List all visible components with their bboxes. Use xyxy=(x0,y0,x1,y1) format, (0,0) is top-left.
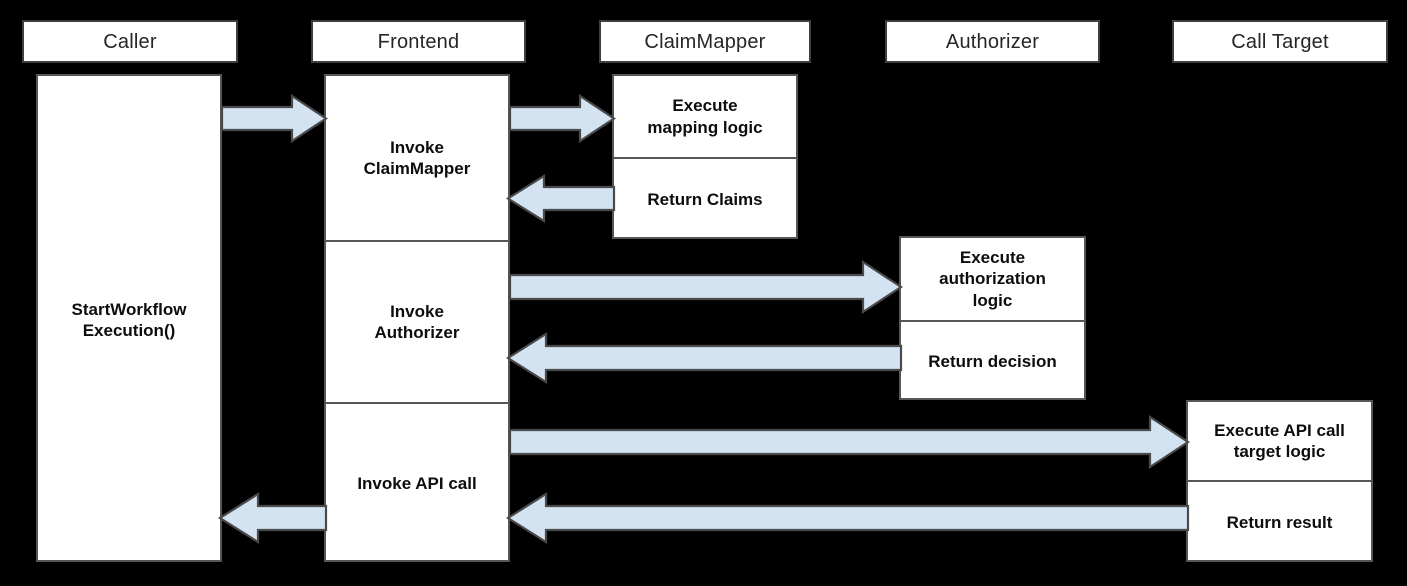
lifeline-label-authorizer: Authorizer xyxy=(945,30,1040,53)
lifeline-header-claimmapper: ClaimMapper xyxy=(599,20,811,63)
segment-label: Invoke API call xyxy=(357,474,477,494)
lifeline-header-authorizer: Authorizer xyxy=(885,20,1100,63)
arrow-frontend-to-claimmapper xyxy=(508,93,616,144)
arrow-frontend-to-caller xyxy=(217,492,328,544)
lifeline-header-caller: Caller xyxy=(22,20,238,63)
arrow-claimmapper-to-frontend xyxy=(505,174,616,223)
arrow-calltarget-to-frontend xyxy=(505,492,1190,544)
lifeline-label-caller: Caller xyxy=(103,30,157,53)
segment-invoke-api-call: Invoke API call xyxy=(326,402,508,564)
lifeline-header-frontend: Frontend xyxy=(311,20,526,63)
arrow-authorizer-to-frontend xyxy=(505,332,903,384)
lifeline-label-claimmapper: ClaimMapper xyxy=(644,30,766,53)
lifeline-header-calltarget: Call Target xyxy=(1172,20,1388,63)
segment-label: Return decision xyxy=(928,352,1057,372)
arrow-caller-to-frontend xyxy=(220,93,328,144)
arrow-frontend-to-authorizer xyxy=(508,259,904,315)
lifeline-label-frontend: Frontend xyxy=(377,30,460,53)
segment-return-claims: Return Claims xyxy=(614,157,796,241)
lifeline-label-calltarget: Call Target xyxy=(1231,30,1329,53)
segment-return-decision: Return decision xyxy=(901,320,1084,402)
segment-label: Return result xyxy=(1226,513,1333,533)
segment-label: Return Claims xyxy=(647,190,763,210)
segment-return-result: Return result xyxy=(1188,480,1371,564)
arrow-frontend-to-calltarget xyxy=(508,414,1191,470)
